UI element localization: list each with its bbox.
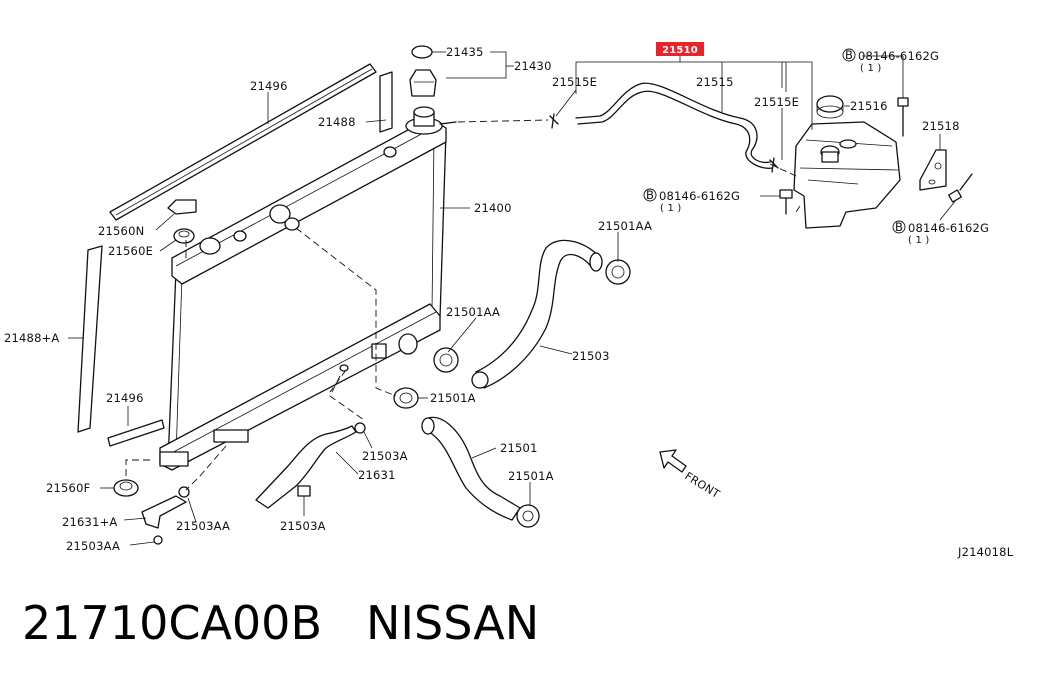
overflow-hose-21515	[575, 82, 773, 169]
front-arrow	[659, 449, 687, 473]
label-bolt-top-qty: ( 1 )	[860, 63, 882, 74]
label-21430[interactable]: 21430	[514, 59, 552, 73]
label-21631[interactable]: 21631	[358, 468, 396, 482]
bracket-21518	[919, 149, 947, 191]
label-21516[interactable]: 21516	[850, 99, 888, 113]
mount-21560N	[167, 199, 197, 215]
brand-name: NISSAN	[366, 596, 540, 650]
label-21515E-left[interactable]: 21515E	[552, 75, 597, 89]
bolt-symbol-text: B	[845, 48, 853, 62]
diagram-code: J214018L	[957, 545, 1014, 559]
label-21488[interactable]: 21488	[318, 115, 356, 129]
label-21501AA-mid[interactable]: 21501AA	[446, 305, 500, 319]
mount-21560E	[173, 228, 195, 244]
bolt-top	[897, 97, 909, 137]
label-21515E-right[interactable]: 21515E	[754, 95, 799, 109]
bolt-symbol-mid: B	[643, 188, 657, 202]
label-21496-top[interactable]: 21496	[250, 79, 288, 93]
bolt-mid	[779, 189, 793, 215]
label-21503AA-left[interactable]: 21503AA	[66, 539, 120, 553]
leader-lines	[68, 51, 957, 546]
label-21503A-lower[interactable]: 21503A	[280, 519, 326, 533]
label-bolt-right[interactable]: 08146-6162G	[908, 221, 989, 235]
label-21501[interactable]: 21501	[500, 441, 538, 455]
label-21631A[interactable]: 21631+A	[62, 515, 118, 529]
label-21560N[interactable]: 21560N	[98, 224, 144, 238]
small-hose-21631A	[141, 486, 190, 545]
clamp-21501AA-top	[605, 259, 631, 285]
lower-hose-21501	[421, 416, 521, 521]
cap-21430	[409, 69, 437, 97]
cap-21435	[411, 45, 433, 59]
highlight-box	[656, 42, 704, 56]
mount-21560F	[113, 479, 139, 497]
radiator-core	[159, 106, 457, 471]
label-21503A-upper[interactable]: 21503A	[362, 449, 408, 463]
clamp-21501A-mid	[393, 387, 419, 409]
bolt-symbol-text: B	[646, 188, 654, 202]
label-21503AA-right[interactable]: 21503AA	[176, 519, 230, 533]
clamp-21501A-bottom	[516, 504, 540, 528]
clamp-21501AA-mid	[433, 347, 459, 373]
label-21515[interactable]: 21515	[696, 75, 734, 89]
upper-hose-21503	[471, 239, 603, 389]
label-21560F[interactable]: 21560F	[46, 481, 90, 495]
seal-strip-side-left	[77, 71, 393, 433]
footer-caption: 21710CA00B NISSAN	[22, 596, 583, 650]
label-21560E[interactable]: 21560E	[108, 244, 153, 258]
seal-strip-upper	[109, 63, 377, 221]
assembly-lines	[125, 119, 801, 491]
part-number: 21710CA00B	[22, 596, 323, 650]
label-21400[interactable]: 21400	[474, 201, 512, 215]
label-21501A-bottom[interactable]: 21501A	[508, 469, 554, 483]
label-21510-highlight[interactable]: 21510	[662, 45, 698, 56]
bolt-symbol-text: B	[895, 220, 903, 234]
hose-clip-21515E-left	[549, 113, 559, 129]
label-21501A-mid[interactable]: 21501A	[430, 391, 476, 405]
label-21518[interactable]: 21518	[922, 119, 960, 133]
label-21435[interactable]: 21435	[446, 45, 484, 59]
label-21503[interactable]: 21503	[572, 349, 610, 363]
reservoir-tank	[793, 121, 901, 229]
label-21501AA-top[interactable]: 21501AA	[598, 219, 652, 233]
seal-strip-lower	[107, 419, 165, 447]
bolt-right	[948, 173, 973, 203]
front-label: FRONT	[682, 470, 722, 502]
label-bolt-mid-qty: ( 1 )	[660, 203, 682, 214]
label-bolt-right-qty: ( 1 )	[908, 235, 930, 246]
label-bolt-mid[interactable]: 08146-6162G	[659, 189, 740, 203]
reservoir-cap-21516	[816, 95, 844, 119]
bolt-symbol-right: B	[892, 220, 906, 234]
label-bolt-top[interactable]: 08146-6162G	[858, 49, 939, 63]
bolt-symbol-top: B	[842, 48, 856, 62]
label-21496-bottom[interactable]: 21496	[106, 391, 144, 405]
label-21488A[interactable]: 21488+A	[4, 331, 60, 345]
small-hose-21631	[255, 422, 366, 509]
